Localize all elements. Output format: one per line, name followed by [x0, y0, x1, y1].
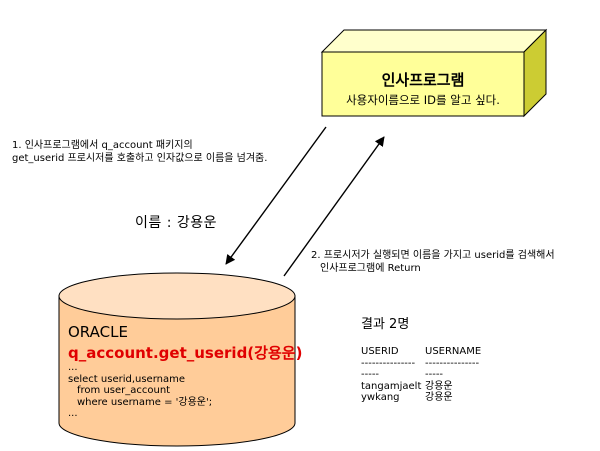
column-header-userid: USERID: [361, 346, 399, 357]
database-cylinder: [58, 272, 296, 447]
sql-code: ... select userid,username from user_acc…: [68, 362, 212, 420]
step1-line: 1. 인사프로그램에서 q_account 패키지의: [12, 140, 193, 151]
argument-label: 이름 : 강용운: [135, 215, 218, 231]
program-box-front: [321, 51, 525, 117]
table-separator: -------------------- -------------------…: [361, 358, 489, 381]
sql-line: from user_account: [77, 385, 171, 396]
database-title: ORACLE: [68, 323, 128, 341]
step2-line: 인사프로그램에 Return: [320, 263, 421, 274]
procedure-call: q_account.get_userid(강용운): [68, 344, 303, 362]
cell-username: 강용운: [425, 392, 453, 403]
step2-description: 2. 프로시저가 실행되면 이름을 가지고 userid를 검색해서 인사프로그…: [311, 249, 555, 275]
table-row: tangamjaelt 강용운: [361, 381, 489, 393]
program-subtitle: 사용자이름으로 ID를 알고 싶다.: [346, 93, 500, 107]
table-row: ywkang 강용운: [361, 392, 489, 404]
step2-line: 2. 프로시저가 실행되면 이름을 가지고 userid를 검색해서: [311, 250, 555, 261]
column-header-username: USERNAME: [425, 346, 482, 357]
program-box-top: [320, 29, 548, 53]
cell-userid: tangamjaelt: [361, 380, 422, 392]
separator-line: --------------------: [425, 357, 480, 381]
program-box: [320, 28, 548, 118]
step1-description: 1. 인사프로그램에서 q_account 패키지의 get_userid 프로…: [12, 139, 267, 165]
table-header: USERID USERNAME: [361, 346, 489, 358]
sql-line: select userid,username: [68, 373, 186, 385]
sql-line: ...: [68, 408, 78, 419]
step1-line: get_userid 프로시저를 호출하고 인자값으로 이름을 넘겨줌.: [12, 153, 268, 164]
call-arrow: [225, 126, 327, 265]
program-title: 인사프로그램: [381, 71, 465, 89]
cell-username: 강용운: [425, 380, 453, 392]
separator-line: --------------------: [361, 357, 416, 381]
result-table: USERID USERNAME -------------------- ---…: [361, 346, 489, 404]
cell-userid: ywkang: [361, 392, 400, 403]
return-arrow: [283, 136, 385, 277]
database-cylinder-top: [58, 272, 296, 320]
sql-line: ...: [68, 362, 78, 373]
sql-line: where username = '강용운';: [77, 396, 213, 408]
database-cylinder-body: [58, 295, 296, 447]
result-count: 결과 2명: [361, 317, 410, 332]
